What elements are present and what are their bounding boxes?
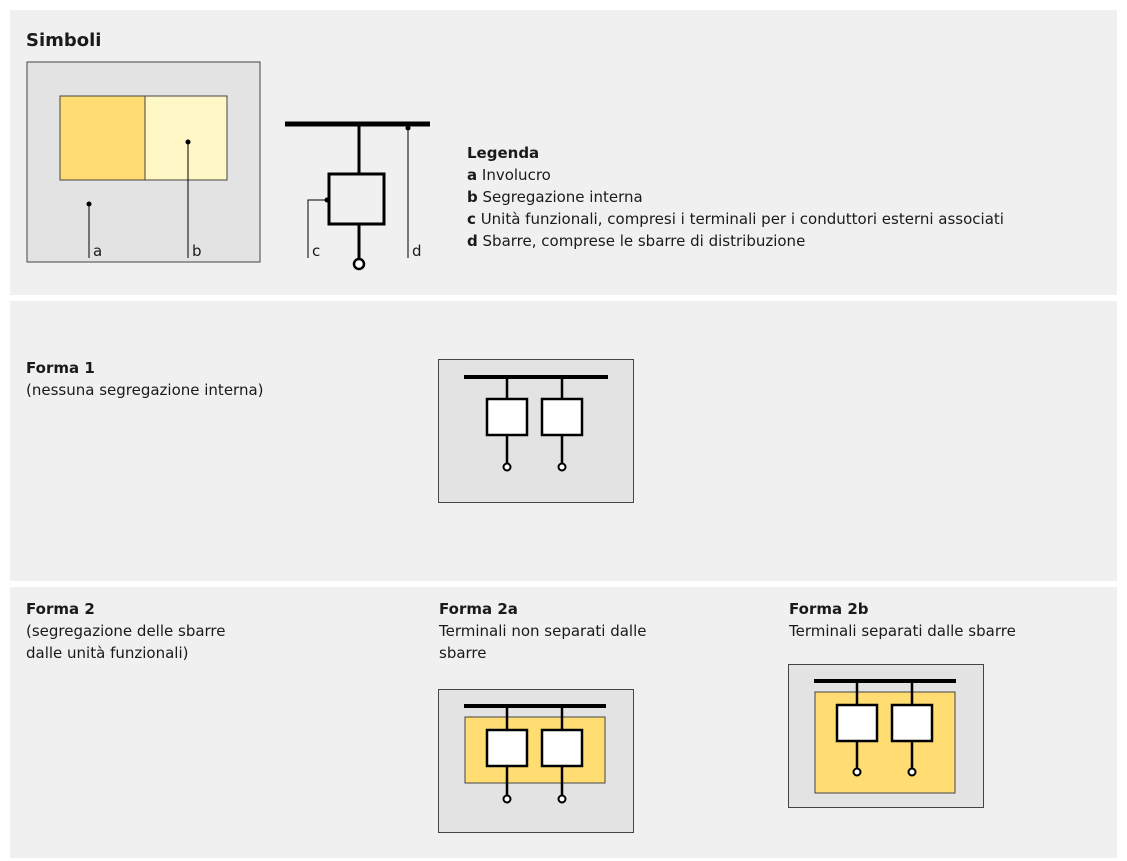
functional-unit (835, 681, 879, 777)
callout-b: b (192, 242, 202, 260)
forma2b-desc-line1: Terminali separati dalle sbarre (789, 622, 1016, 640)
forma2a-diagram (438, 689, 634, 833)
enclosure-symbol (26, 61, 261, 263)
segregation-light (144, 95, 228, 181)
symbols-title: Simboli (26, 30, 102, 51)
forma2-desc-line1: (segregazione delle sbarre (26, 622, 226, 640)
forma2b-diagram (788, 664, 984, 808)
functional-unit (540, 377, 584, 472)
callout-a: a (93, 242, 103, 260)
callout-d: d (412, 242, 422, 260)
legend-title: Legenda (467, 144, 540, 162)
segregation-dark (59, 95, 146, 181)
legend-item-a: a Involucro (467, 166, 551, 184)
forma2a-title: Forma 2a (439, 600, 518, 618)
functional-unit (540, 706, 584, 804)
forma2-desc-line2: dalle unità funzionali) (26, 644, 189, 662)
forma2-title: Forma 2 (26, 600, 95, 618)
symbols-panel: Simboli a b (10, 10, 1117, 295)
legend-item-c: c Unità funzionali, compresi i terminali… (467, 210, 1004, 228)
forma1-panel: Forma 1 (nessuna segregazione interna) (10, 301, 1117, 581)
functional-unit (890, 681, 934, 777)
forma1-title: Forma 1 (26, 359, 95, 377)
legend-item-d: d Sbarre, comprese le sbarre di distribu… (467, 232, 806, 250)
legend: Legenda a Involucro b Segregazione inter… (467, 142, 1004, 252)
functional-unit (485, 706, 529, 804)
forma2a-desc-line1: Terminali non separati dalle (439, 622, 647, 640)
symbols-diagram (26, 61, 430, 271)
callout-c: c (312, 242, 321, 260)
legend-item-b: b Segregazione interna (467, 188, 643, 206)
forma2-panel: Forma 2 (segregazione delle sbarre dalle… (10, 587, 1117, 858)
forma2a-desc-line2: sbarre (439, 644, 487, 662)
forma1-diagram (438, 359, 634, 503)
functional-unit-symbol (285, 121, 430, 271)
functional-unit (485, 377, 529, 472)
forma2b-title: Forma 2b (789, 600, 869, 618)
forma1-desc: (nessuna segregazione interna) (26, 381, 264, 399)
